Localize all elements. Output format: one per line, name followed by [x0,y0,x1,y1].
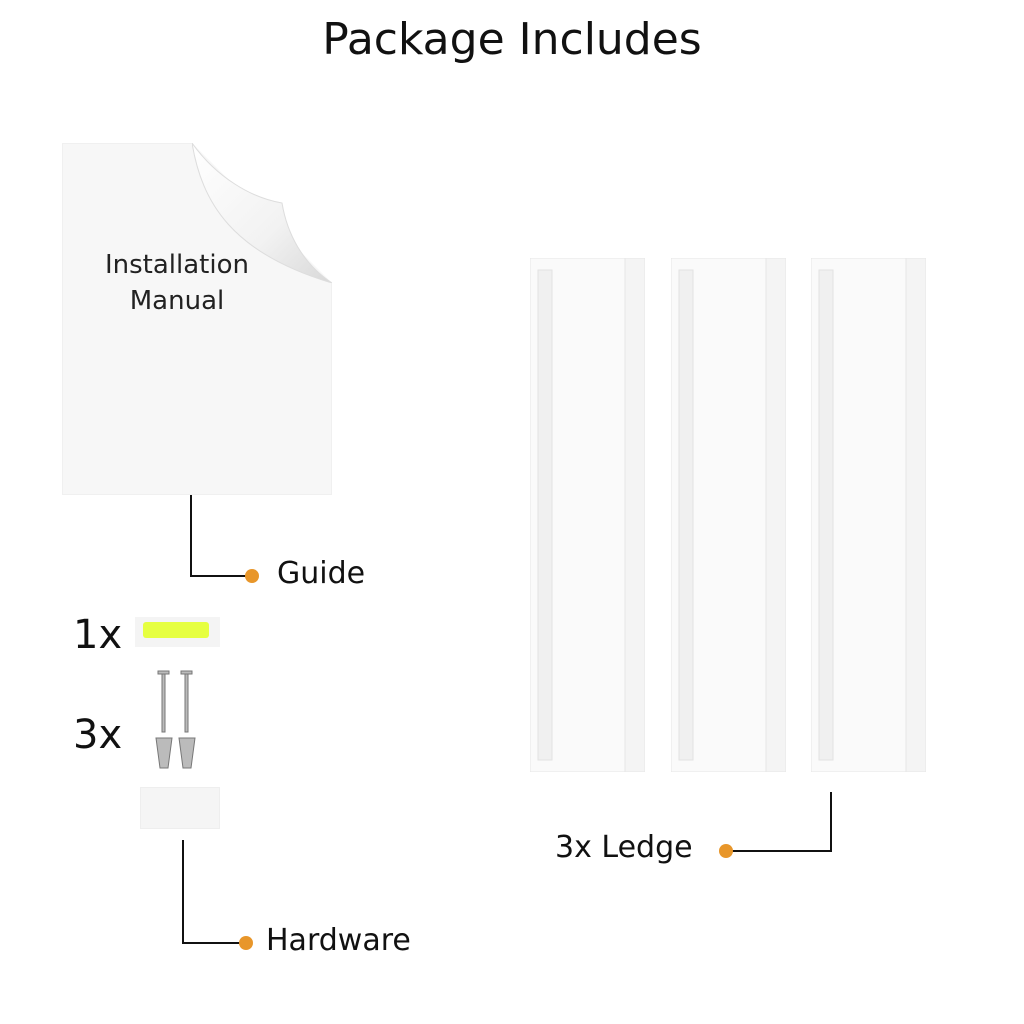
ledge-image [530,258,645,772]
screws-count: 3x [73,712,123,758]
page-title: Package Includes [322,14,702,65]
manual-title-line1: Installation [104,250,249,280]
guide-label: Guide [277,556,366,591]
hardware-dot-icon [239,936,253,950]
hardware-leader-line [182,942,242,944]
level-count: 1x [73,612,123,658]
installation-manual-image: Installation Manual [62,143,332,495]
guide-leader-line [190,575,248,577]
page-curl-icon [192,143,332,283]
ledge-label: 3x Ledge [555,830,693,865]
screws-anchors-icon [155,670,196,769]
ledge-image [671,258,786,772]
guide-leader-line [190,495,192,577]
ledge-leader-line [830,792,832,852]
mounting-cover-image [140,787,220,829]
manual-title-line2: Manual [129,286,225,316]
hardware-leader-line [182,840,184,944]
hardware-label: Hardware [266,923,411,958]
ledge-dot-icon [719,844,733,858]
manual-title: Installation Manual [62,247,292,319]
bubble-level-image [135,617,220,647]
guide-dot-icon [245,569,259,583]
ledge-leader-line [728,850,832,852]
ledge-image [811,258,926,772]
